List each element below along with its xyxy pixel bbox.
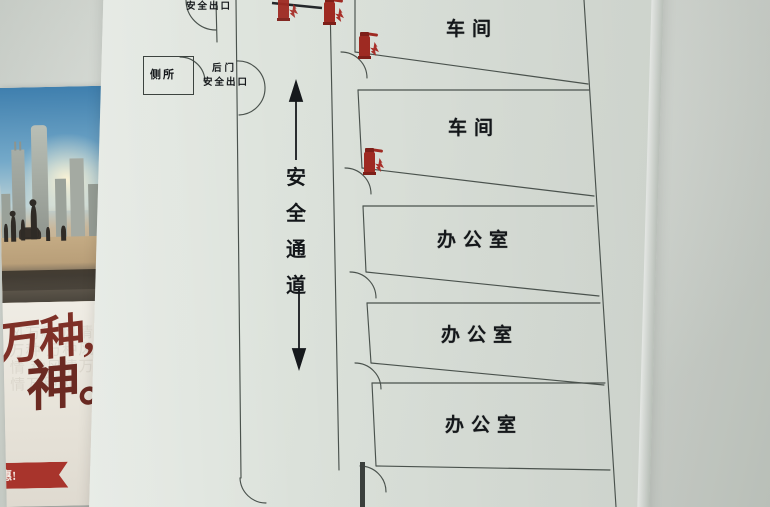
- corridor-char-2: 全: [286, 203, 306, 225]
- corridor-char-4: 道: [286, 275, 306, 297]
- back-door-label-line1: 后门: [212, 64, 238, 74]
- flame-icon: [375, 158, 384, 172]
- top-exit-label: 安全出口: [186, 2, 233, 12]
- corridor-char-1: 安: [286, 167, 306, 189]
- extinguisher-base-icon: [323, 22, 336, 25]
- corridor-right-wall: [329, 0, 340, 471]
- office1-left-wall: [362, 205, 367, 273]
- extinguisher-body-icon: [364, 152, 375, 173]
- top-exit-jamb: [215, 1, 218, 43]
- office2-bottom-wall: [370, 362, 605, 386]
- flame-icon: [335, 8, 344, 22]
- restroom-box: [143, 56, 194, 95]
- room-label-office-2: 办公室: [441, 325, 520, 346]
- back-door-label-line2: 安全出口: [203, 78, 250, 88]
- top-exit-door-arc: [185, 0, 217, 31]
- back-door-arc: [236, 60, 266, 116]
- flame-icon: [370, 42, 379, 56]
- room-label-office-1: 办公室: [437, 230, 516, 251]
- extinguisher-base-icon: [277, 18, 290, 21]
- extinguisher-body-icon: [324, 2, 335, 23]
- office1-door-arc: [349, 271, 377, 299]
- room-label-workshop-2: 车间: [448, 118, 501, 139]
- fire-extinguisher-3: [360, 146, 386, 176]
- workshop1-bottom-wall: [354, 51, 589, 85]
- fire-extinguisher-4: [274, 0, 300, 22]
- restroom-label: 侧所: [150, 69, 176, 81]
- extinguisher-base-icon: [358, 56, 371, 59]
- corridor-label: 安 全 通 道: [283, 160, 309, 304]
- restroom-door-arc: [179, 56, 206, 83]
- workshop2-door-arc: [344, 167, 372, 195]
- extinguisher-cap-icon: [325, 0, 334, 3]
- room-label-office-3: 办公室: [445, 415, 524, 436]
- office3-left-wall: [371, 382, 377, 467]
- corridor-bottom-door-arc: [239, 477, 267, 504]
- workshop2-bottom-wall: [361, 167, 595, 197]
- office2-left-wall: [366, 302, 372, 364]
- flame-icon: [289, 4, 298, 18]
- corridor-arrow: [288, 79, 307, 371]
- corridor-char-3: 通: [286, 239, 306, 261]
- corridor-left-wall: [235, 0, 242, 479]
- extinguisher-cap-icon: [360, 32, 369, 37]
- workshop1-door-arc: [340, 51, 368, 79]
- office1-bottom-wall: [365, 271, 600, 297]
- extinguisher-body-icon: [359, 36, 370, 57]
- office3-bottom-wall: [375, 465, 611, 471]
- extinguisher-body-icon: [278, 0, 289, 19]
- extinguisher-cap-icon: [365, 148, 374, 153]
- rooms-right-outer-wall: [583, 0, 617, 507]
- fire-extinguisher-1: [320, 0, 346, 26]
- workshop2-left-wall: [357, 89, 363, 169]
- extinguisher-base-icon: [363, 172, 376, 175]
- office2-door-arc: [354, 362, 382, 390]
- fire-extinguisher-2: [355, 30, 381, 60]
- room-label-workshop-1: 车间: [446, 19, 499, 40]
- bottom-door-leaf: [360, 462, 365, 507]
